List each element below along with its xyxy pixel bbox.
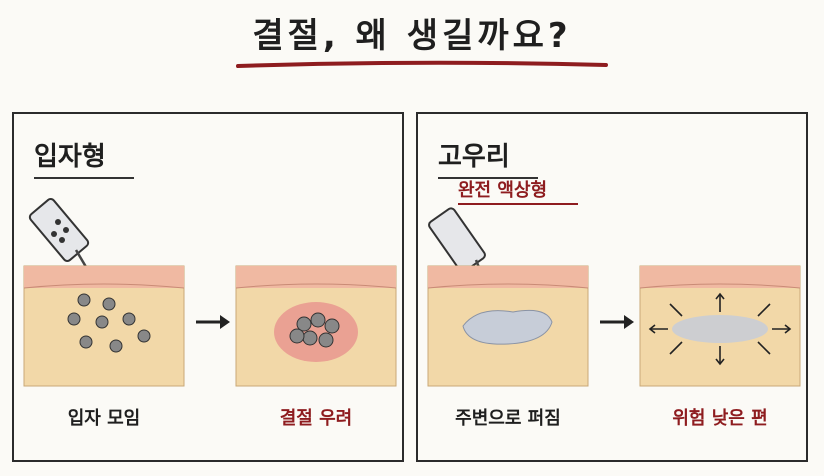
skin-block-before <box>23 265 185 387</box>
page-title: 결절, 왜 생길까요? <box>252 16 572 56</box>
panel-subtitle: 완전 액상형 <box>458 180 548 201</box>
skin-block-before <box>427 265 589 387</box>
liquid-illustration <box>427 177 801 387</box>
skin-block-after <box>235 265 397 387</box>
panel-title: 입자형 <box>34 142 106 172</box>
skin-block-after <box>639 265 801 387</box>
caption-before: 주변으로 퍼짐 <box>455 408 561 429</box>
arrow-right-icon <box>600 315 634 329</box>
panel-title: 고우리 <box>438 142 510 172</box>
arrow-right-icon <box>196 315 230 329</box>
caption-after: 결절 우려 <box>279 408 353 429</box>
syringe-icon <box>28 198 104 295</box>
panel-liquid-type: 고우리 완전 액상형 <box>416 112 808 462</box>
caption-before: 입자 모임 <box>67 408 141 429</box>
caption-after: 위험 낮은 편 <box>672 408 768 429</box>
panel-particle-type: 입자형 <box>12 112 404 462</box>
spread-arrows-icon <box>648 292 792 366</box>
title-underline <box>236 60 608 68</box>
particle-illustration <box>23 177 397 387</box>
